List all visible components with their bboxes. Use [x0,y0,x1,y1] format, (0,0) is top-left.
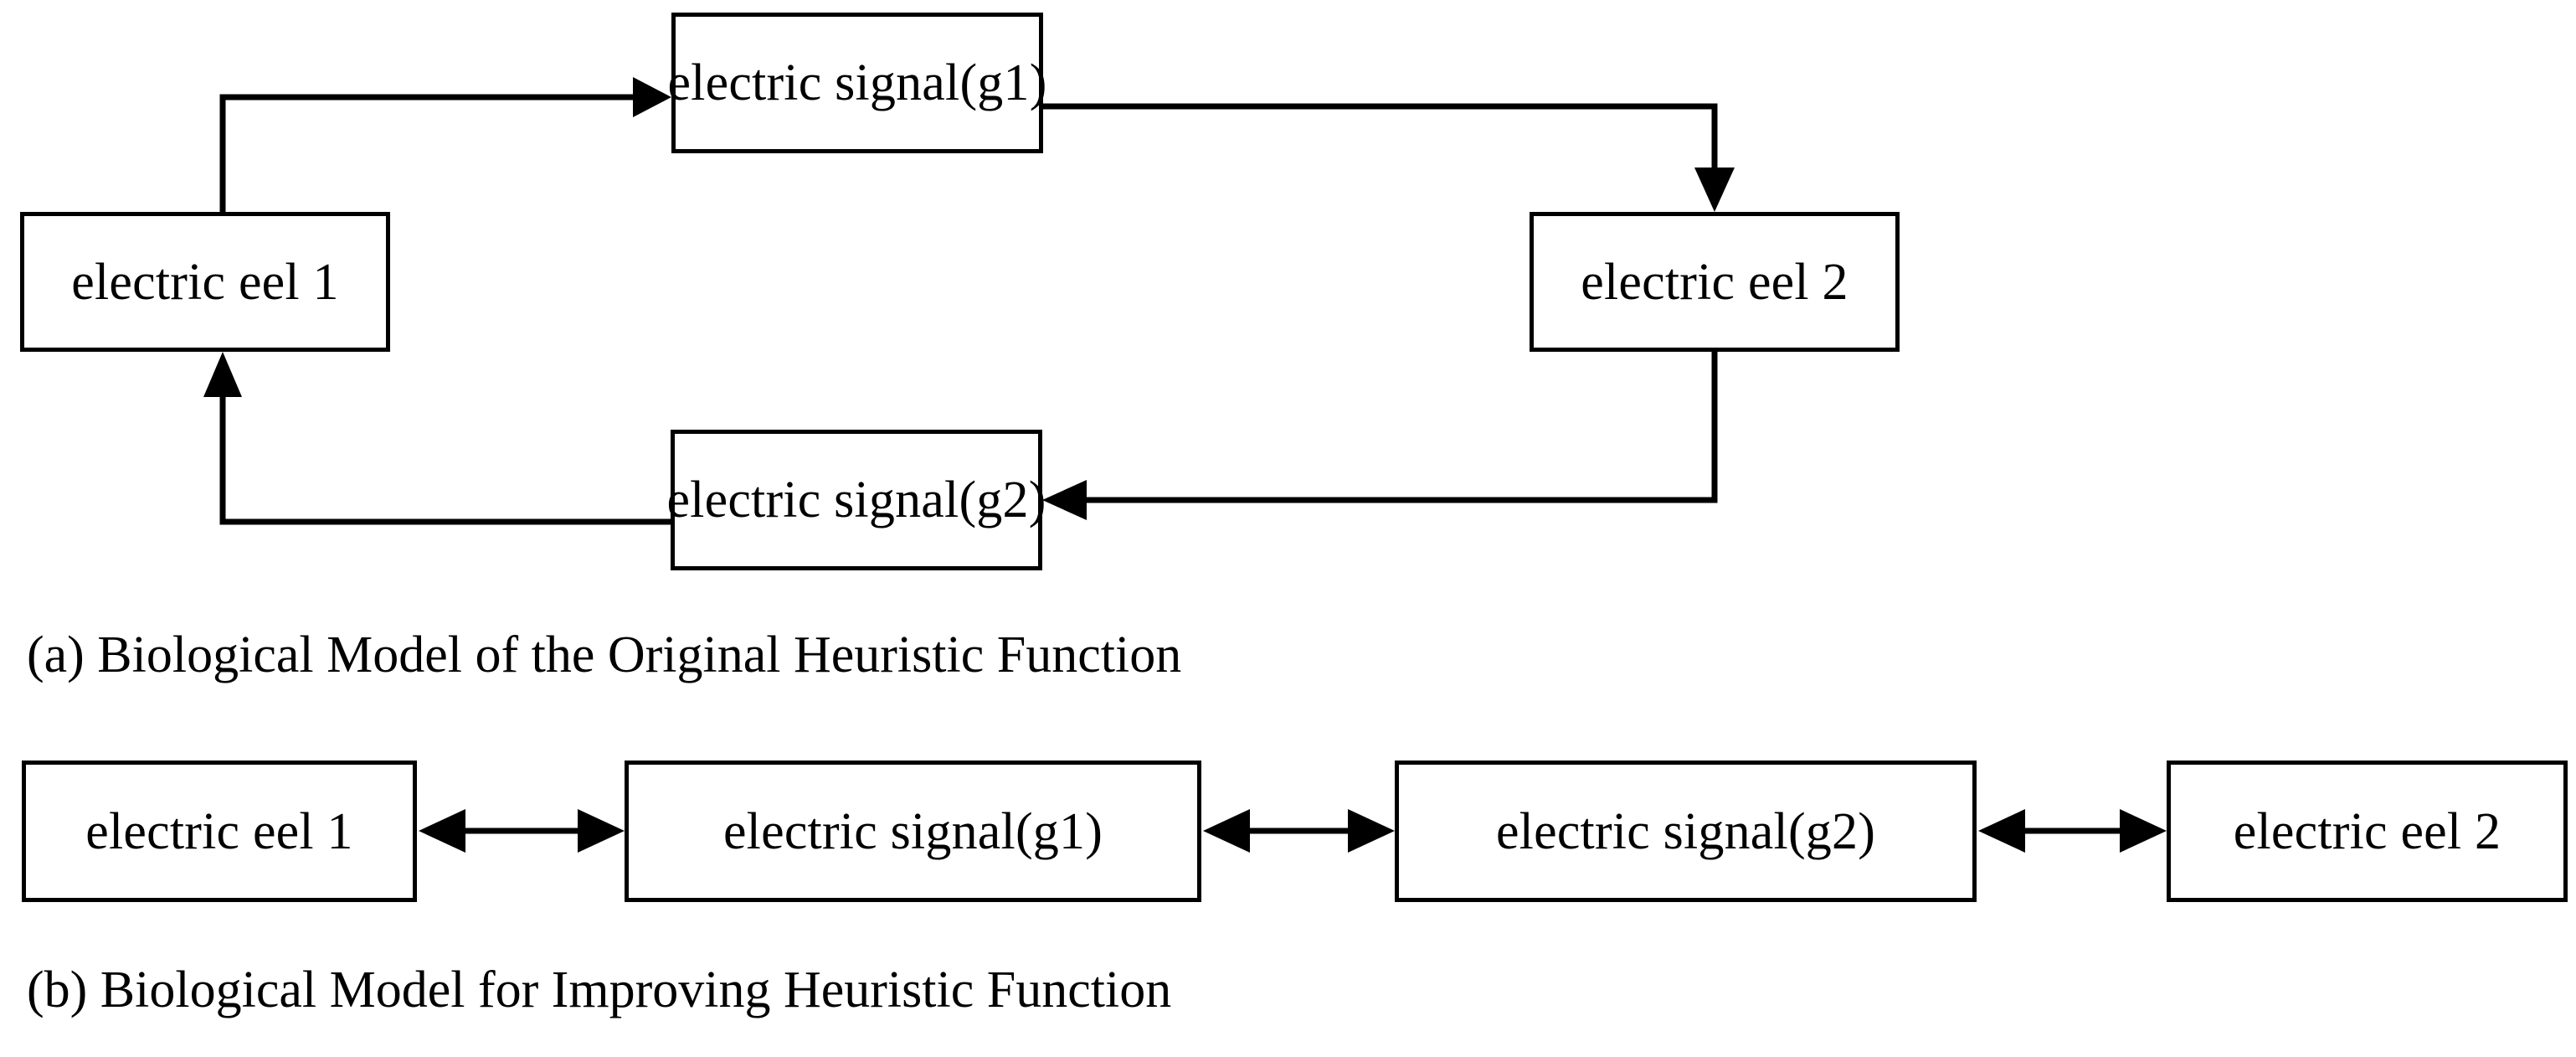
node-label: electric signal(g2) [1495,802,1876,860]
node-label: electric eel 1 [85,802,353,860]
edge-eel2-to-g2 [1062,352,1718,503]
arrowhead-right-g1-g2 [1348,809,1395,853]
arrowhead-right-eel1-g1 [578,809,625,853]
caption-panel-b: (b) Biological Model for Improving Heuri… [27,962,1172,1018]
node-label: electric eel 1 [71,253,339,311]
arrowhead-left-g2-eel2 [1978,809,2025,853]
arrowhead-left-eel1-g1 [419,809,465,853]
arrowhead-right-g2-eel2 [2120,809,2167,853]
node-label: electric signal(g1) [722,802,1103,860]
node-label: electric signal(g1) [667,54,1047,111]
node-eel-2-top[interactable]: electric eel 2 [1530,212,1900,352]
edge-eel1-to-g1 [219,94,653,212]
arrowhead-left-g1-g2 [1203,809,1250,853]
node-signal-g2-bottom[interactable]: electric signal(g2) [1395,761,1977,902]
node-signal-g1-bottom[interactable]: electric signal(g1) [625,761,1201,902]
node-eel-1-bottom[interactable]: electric eel 1 [22,761,417,902]
arrowhead-g1-to-eel2 [1694,168,1735,212]
node-label: electric eel 2 [2233,802,2501,860]
edge-g2-to-eel1 [219,372,671,525]
caption-panel-a: (a) Biological Model of the Original Heu… [27,626,1182,683]
edge-g1-to-eel2 [1042,103,1718,193]
node-label: electric signal(g2) [666,472,1046,528]
arrowhead-eel2-to-g2 [1042,480,1087,520]
node-label: electric eel 2 [1581,253,1848,311]
node-signal-g1-top[interactable]: electric signal(g1) [667,13,1046,153]
arrowhead-eel1-to-g1 [633,77,671,117]
node-eel-1-top[interactable]: electric eel 1 [20,212,390,352]
node-eel-2-bottom[interactable]: electric eel 2 [2167,761,2568,902]
arrowhead-g2-to-eel1 [203,352,242,397]
node-signal-g2-top[interactable]: electric signal(g2) [666,430,1046,570]
